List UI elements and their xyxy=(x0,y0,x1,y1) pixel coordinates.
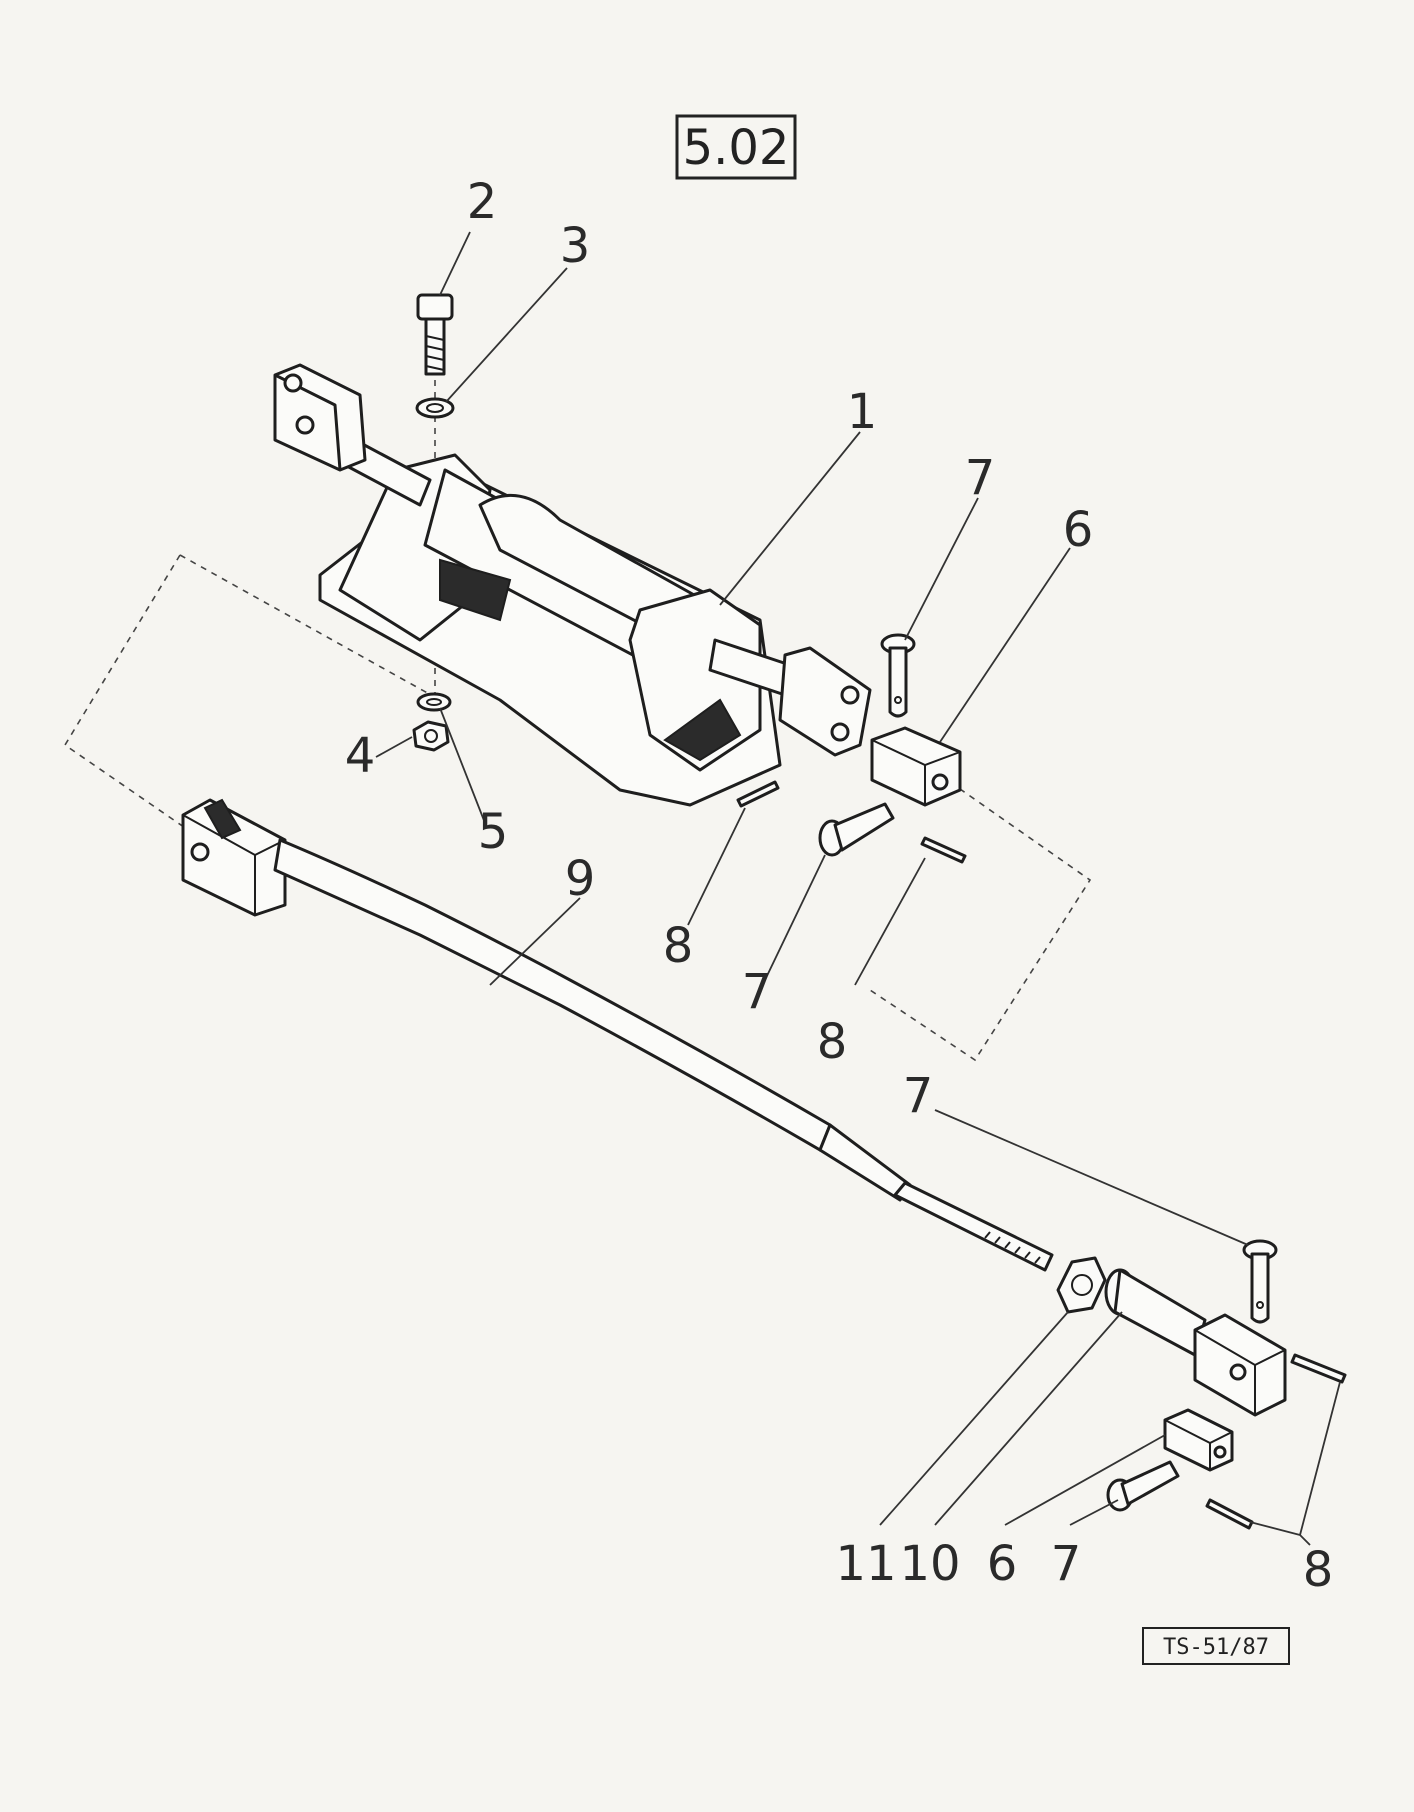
reference-code: TS-51/87 xyxy=(1163,1635,1269,1660)
part-cotter-pin-d xyxy=(1205,1498,1254,1530)
callout-8-bottom: 8 xyxy=(1303,1542,1334,1598)
part-block-upper xyxy=(870,726,962,807)
part-washer-top xyxy=(415,397,455,419)
part-bolt xyxy=(416,293,454,376)
callout-11: 11 xyxy=(835,1536,896,1592)
callout-1: 1 xyxy=(847,384,878,440)
callout-10: 10 xyxy=(899,1536,960,1592)
callout-labels: 2 3 1 7 6 4 5 9 8 7 8 7 11 10 6 7 8 xyxy=(345,174,1334,1598)
section-number: 5.02 xyxy=(683,120,790,176)
callout-8-left: 8 xyxy=(663,918,694,974)
leader-lines xyxy=(375,231,1341,1546)
part-cylinder-assembly xyxy=(273,363,872,807)
callout-8-right: 8 xyxy=(817,1014,848,1070)
part-pin-middle xyxy=(818,802,895,857)
part-cotter-pin-b xyxy=(920,836,967,864)
callout-2: 2 xyxy=(467,174,498,230)
reference-code-box: TS-51/87 xyxy=(1142,1627,1290,1665)
part-washer-bottom xyxy=(416,692,452,712)
part-cotter-pin-c xyxy=(1290,1353,1347,1384)
part-rod-end xyxy=(1104,1268,1287,1417)
callout-9: 9 xyxy=(565,851,596,907)
part-nut-small xyxy=(412,720,450,752)
callout-7-bottom: 7 xyxy=(1051,1536,1082,1592)
callout-4: 4 xyxy=(345,728,376,784)
dashed-group-right xyxy=(869,774,1092,1062)
section-number-box: 5.02 xyxy=(675,114,797,180)
callout-6-upper: 6 xyxy=(1063,502,1094,558)
part-pin-lower-top xyxy=(1242,1239,1278,1324)
callout-3: 3 xyxy=(560,218,591,274)
dashed-group-left xyxy=(63,554,441,846)
part-block-lower xyxy=(1163,1408,1234,1472)
callout-7-upper: 7 xyxy=(965,450,996,506)
callout-7-middle: 7 xyxy=(742,964,773,1020)
callout-5: 5 xyxy=(478,804,509,860)
part-hex-nut xyxy=(1056,1256,1107,1314)
part-pin-upper xyxy=(880,633,916,718)
part-link-rod xyxy=(181,798,1054,1272)
part-pin-lower-bottom xyxy=(1106,1460,1180,1512)
callout-6-lower: 6 xyxy=(987,1536,1018,1592)
callout-7-lower: 7 xyxy=(903,1068,934,1124)
part-cotter-pin-a xyxy=(736,780,780,808)
